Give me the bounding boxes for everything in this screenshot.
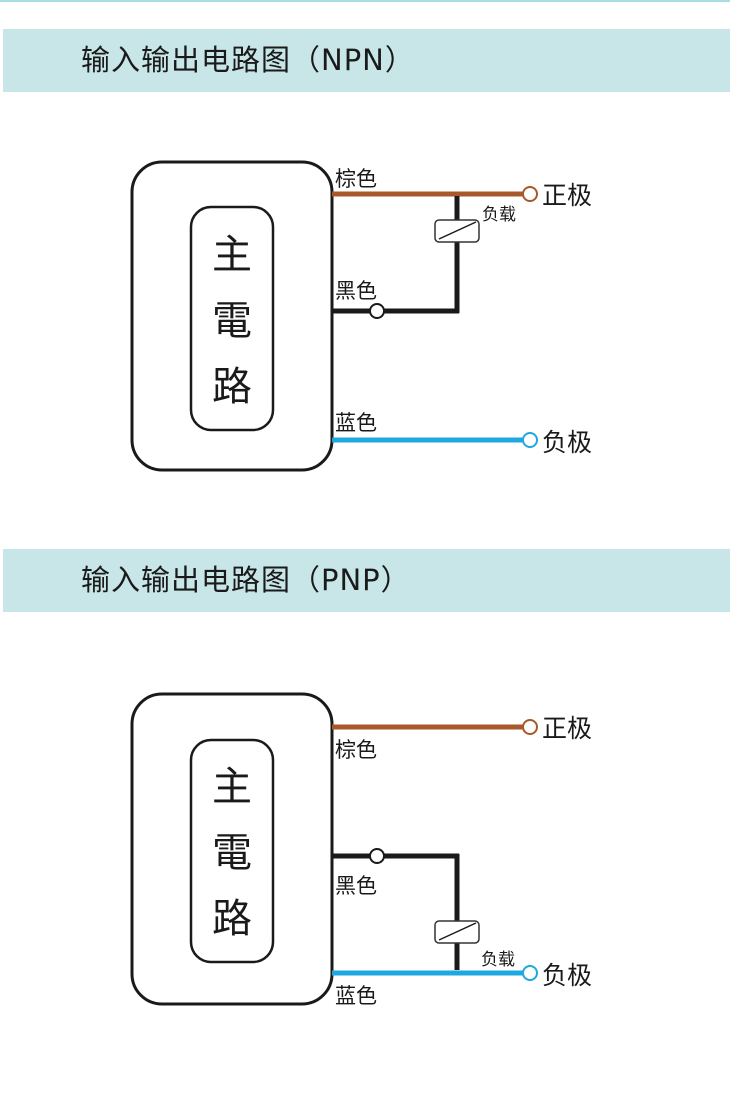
black-wire-label: 黑色 xyxy=(335,279,377,303)
pnp-circuit-diagram: 主 電 路 棕色 正极 黑色 负载 蓝色 负极 xyxy=(130,692,592,1008)
npn-circuit-diagram: 主 電 路 棕色 正极 负载 黑色 蓝色 负极 xyxy=(130,160,592,472)
load-symbol xyxy=(434,219,480,243)
brown-wire-label: 棕色 xyxy=(335,738,377,762)
negative-label: 负极 xyxy=(542,428,592,457)
negative-terminal xyxy=(522,965,538,981)
npn-section-header: 输入输出电路图（NPN） xyxy=(3,29,730,92)
main-circuit-char-2: 電 xyxy=(212,830,252,876)
main-circuit-inner-box xyxy=(189,738,275,964)
load-label: 负载 xyxy=(481,950,515,970)
load-symbol xyxy=(434,920,480,944)
load-label: 负载 xyxy=(482,205,516,225)
main-circuit-char-3: 路 xyxy=(212,896,252,942)
npn-section-title: 输入输出电路图（NPN） xyxy=(81,43,415,77)
pnp-section-title: 输入输出电路图（PNP） xyxy=(81,563,411,597)
main-circuit-inner-box xyxy=(189,205,275,432)
main-circuit-char-3: 路 xyxy=(212,364,252,410)
black-wire-terminal xyxy=(369,303,385,319)
black-wire-terminal xyxy=(369,848,385,864)
black-wire-label: 黑色 xyxy=(335,874,377,898)
negative-terminal xyxy=(522,432,538,448)
main-circuit-char-2: 電 xyxy=(212,298,252,344)
positive-label: 正极 xyxy=(542,181,592,210)
pnp-section-header: 输入输出电路图（PNP） xyxy=(3,549,730,612)
brown-wire-label: 棕色 xyxy=(335,167,377,191)
main-circuit-char-1: 主 xyxy=(212,764,252,810)
blue-wire-label: 蓝色 xyxy=(335,984,377,1008)
positive-terminal xyxy=(522,186,538,202)
positive-label: 正极 xyxy=(542,714,592,743)
blue-wire-label: 蓝色 xyxy=(335,411,377,435)
top-divider xyxy=(0,0,730,2)
positive-terminal xyxy=(522,719,538,735)
main-circuit-char-1: 主 xyxy=(212,232,252,278)
negative-label: 负极 xyxy=(542,961,592,990)
